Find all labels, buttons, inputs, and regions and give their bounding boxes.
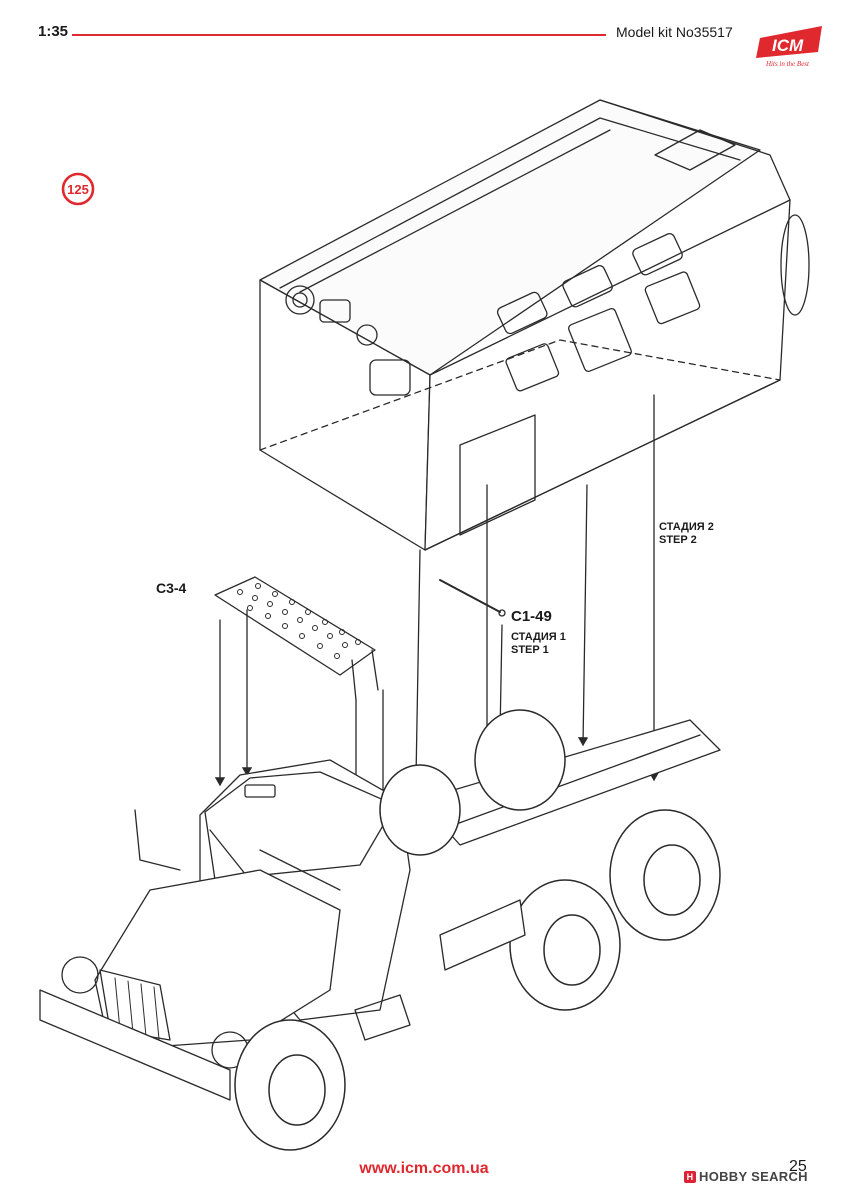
part-label-c3-4: C3-4 bbox=[156, 580, 187, 596]
part-label-c1-49: C1-49 bbox=[511, 608, 552, 625]
hobbysearch-icon: H bbox=[684, 1171, 696, 1183]
icm-logo: ICM Hits in the Best bbox=[756, 26, 822, 68]
svg-text:Hits in the Best: Hits in the Best bbox=[765, 60, 810, 68]
svg-text:ICM: ICM bbox=[772, 36, 804, 55]
stage-1-ru: СТАДИЯ 1 bbox=[511, 631, 566, 643]
stage-2-en: STEP 2 bbox=[659, 534, 697, 546]
watermark-text: HOBBY SEARCH bbox=[699, 1169, 808, 1184]
truck-drawing bbox=[39, 709, 721, 1151]
stage-1-en: STEP 1 bbox=[511, 644, 549, 656]
stage-2-ru: СТАДИЯ 2 bbox=[659, 521, 714, 533]
header-rule bbox=[72, 34, 606, 36]
step-number-badge: 125 bbox=[61, 172, 95, 206]
stage-1-label: СТАДИЯ 1 STEP 1 bbox=[511, 631, 566, 657]
step-number: 125 bbox=[67, 182, 89, 197]
roof-rack-drawing bbox=[214, 576, 379, 701]
page-number: 25 bbox=[789, 1158, 807, 1175]
rod-part-drawing bbox=[439, 579, 501, 613]
scale-label: 1:35 bbox=[38, 23, 69, 40]
body-box-drawing bbox=[259, 99, 810, 551]
stage-2-label: СТАДИЯ 2 STEP 2 bbox=[659, 521, 714, 547]
website-link[interactable]: www.icm.com.ua bbox=[359, 1160, 489, 1177]
model-kit-number: Model kit No35517 bbox=[616, 24, 733, 40]
